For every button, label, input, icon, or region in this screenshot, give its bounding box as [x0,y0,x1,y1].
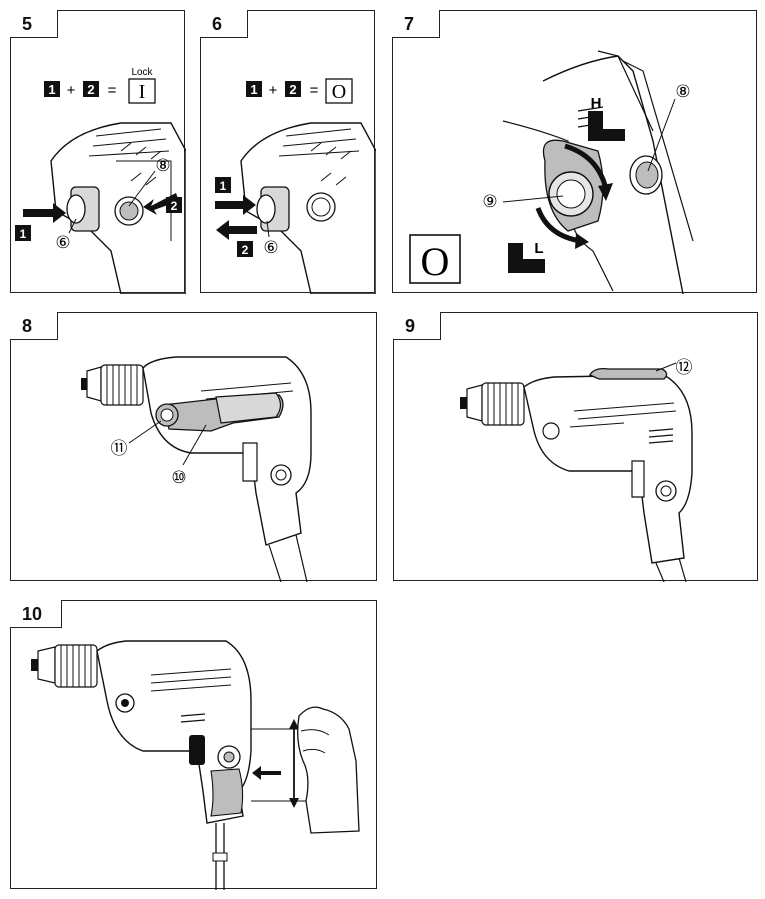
arrow-2-label: 2 [171,199,178,213]
step-1-label: 1 [48,82,55,97]
figure-5: 5 1 + 2 = Lock I 1 2 ⑧ ⑥ [10,10,186,294]
figure-number: 9 [393,312,441,340]
lock-off-illustration: 1 + 2 = O 1 2 ⑥ [215,78,376,294]
figure-number: 6 [200,10,248,38]
callout-11: ⑪ [111,439,128,458]
callout-10: ⑩ [171,468,186,487]
lock-on-illustration: 1 + 2 = Lock I 1 2 ⑧ ⑥ [15,67,186,294]
speed-high-label: H [591,95,602,112]
callout-8: ⑧ [675,82,690,101]
step-2-label: 2 [289,82,296,97]
mode-symbol: O [421,239,450,284]
lock-symbol: I [139,81,146,103]
figure-number: 8 [10,312,58,340]
figure-7: 7 H L ⑧ ⑨ O [392,10,757,294]
plus-sign: + [67,82,76,99]
callout-9: ⑨ [482,192,497,211]
lock-caption: Lock [131,67,153,78]
step-2-label: 2 [87,82,94,97]
figure-number: 7 [392,10,440,38]
callout-6: ⑥ [55,233,70,252]
arrow-2-label: 2 [242,243,249,257]
callout-8: ⑧ [155,156,170,175]
figure-9: 9 ⑫ [393,312,758,582]
callout-12: ⑫ [676,358,693,377]
figure-6: 6 1 + 2 = O 1 2 ⑥ [200,10,376,294]
speed-low-label: L [534,240,543,257]
cord-position-illustration [31,640,360,890]
arrow-1-label: 1 [20,227,27,241]
speed-selector-illustration: H L ⑧ ⑨ O [409,50,694,294]
belt-hook-illustration: ⑫ [460,358,693,582]
arrow-1-label: 1 [220,179,227,193]
step-1-label: 1 [250,82,257,97]
figure-number: 5 [10,10,58,38]
equals-sign: = [310,82,319,99]
side-handle-illustration: ⑪ ⑩ [81,356,312,582]
figure-10: 10 [10,600,377,890]
callout-6: ⑥ [263,238,278,257]
figure-number: 10 [10,600,62,628]
unlock-symbol: O [332,81,346,103]
plus-sign: + [269,82,278,99]
equals-sign: = [108,82,117,99]
figure-8: 8 ⑪ ⑩ [10,312,377,582]
